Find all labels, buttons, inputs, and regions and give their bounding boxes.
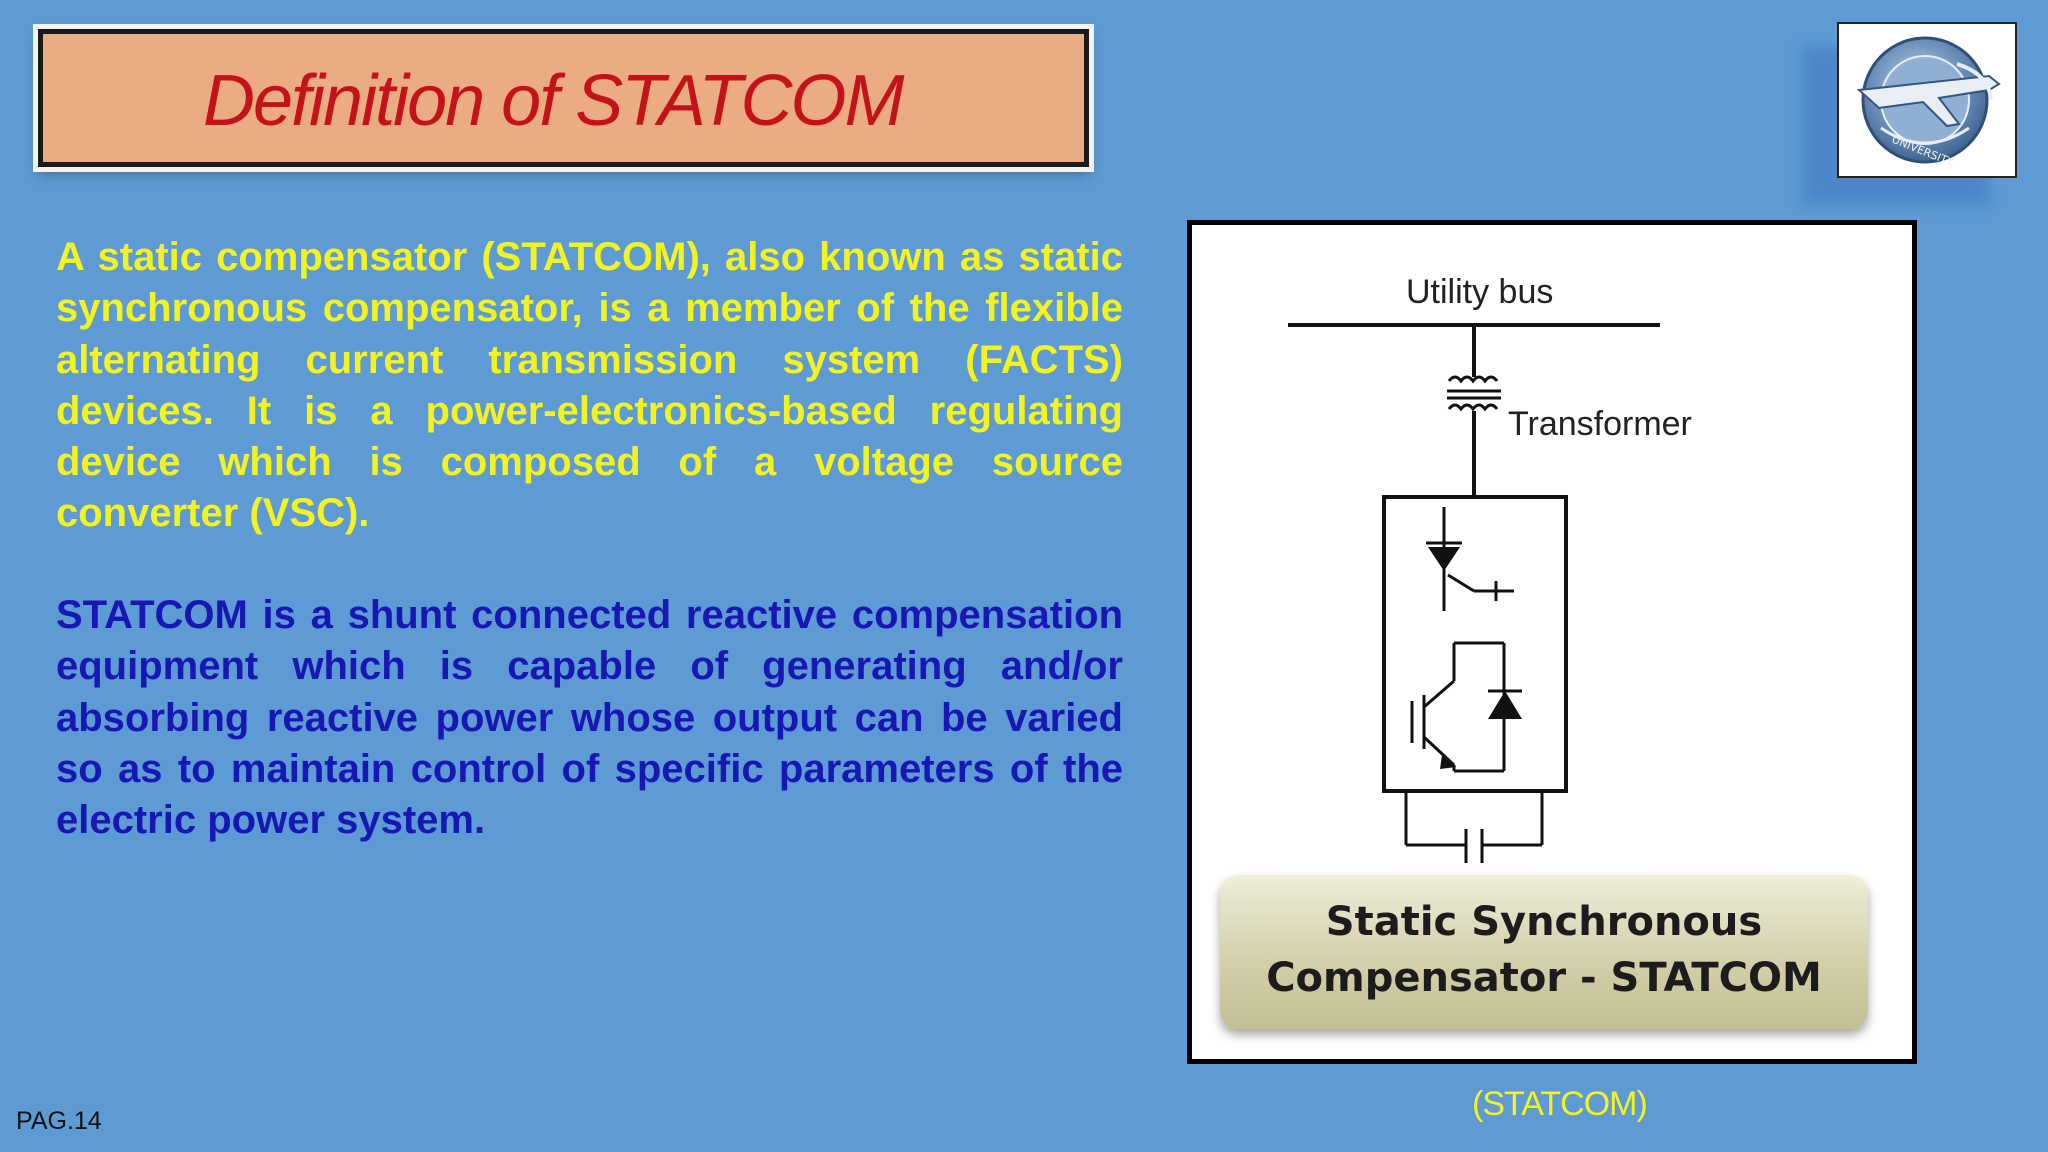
statcom-caption-plate: Static Synchronous Compensator - STATCOM (1220, 875, 1868, 1029)
capacitor-icon (1404, 791, 1544, 863)
converter-box (1382, 495, 1568, 793)
plate-line-1: Static Synchronous (1325, 899, 1763, 945)
plate-line-2: Compensator - STATCOM (1266, 955, 1822, 1001)
paragraph-statcom-function: STATCOM is a shunt connected reactive co… (56, 593, 1123, 843)
statcom-figure: Utility bus Transformer Static Synchrono… (1187, 220, 1917, 1064)
figure-caption: (STATCOM) (1472, 1085, 1648, 1123)
transformer-label: Transformer (1508, 405, 1692, 443)
university-logo: UNIVERSITY (1837, 22, 2017, 178)
university-airplane-seal-icon: UNIVERSITY (1856, 36, 2001, 169)
title-banner: Definition of STATCOM (38, 29, 1089, 167)
statcom-circuit-diagram: Utility bus Transformer (1288, 273, 1692, 863)
slide-title: Definition of STATCOM (203, 61, 905, 141)
utility-bus-label: Utility bus (1406, 273, 1553, 311)
page-number: PAG.14 (16, 1107, 102, 1135)
paragraph-definition: A static compensator (STATCOM), also kno… (56, 235, 1123, 536)
transformer-icon (1447, 375, 1501, 412)
